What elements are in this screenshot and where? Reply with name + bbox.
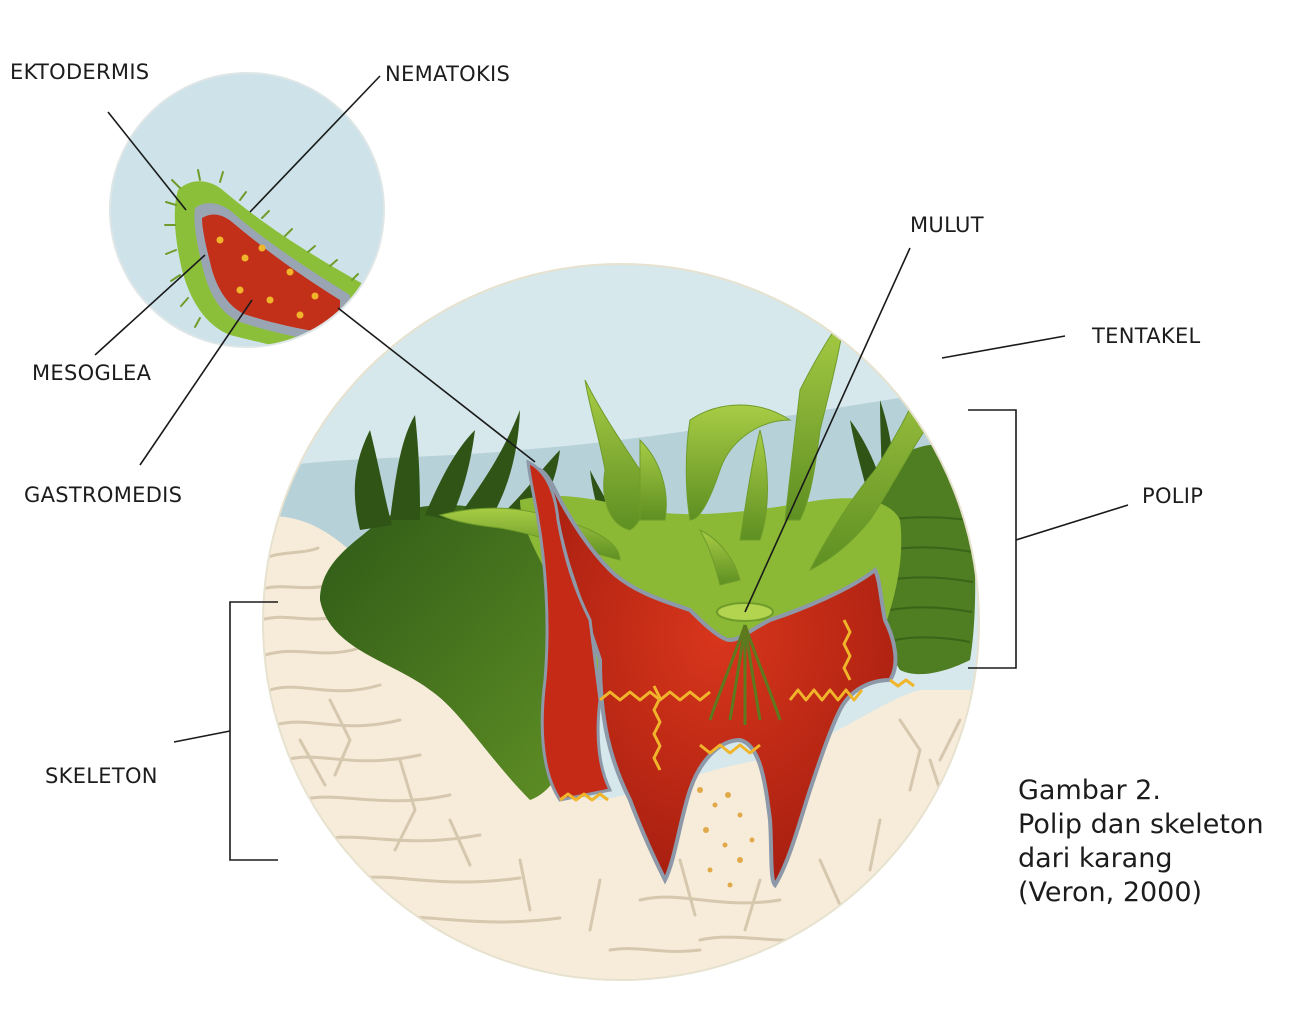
detail-gastrodermis [202,214,340,335]
polyp-body-left [320,505,580,800]
leader-nematokis [249,75,381,213]
leader-mesoglea [94,254,206,356]
detail-cilia [164,169,359,328]
figure-caption: Gambar 2. Polip dan skeleton dari karang… [1018,774,1264,910]
leader-tentakel [941,335,1066,359]
leader-gastromedis [139,299,253,466]
leader-mulut [744,247,911,613]
leader-polip [1015,504,1129,541]
label-mulut: MULUT [910,213,984,237]
leader-lines [94,75,1129,861]
label-tentakel: TENTAKEL [1092,324,1201,348]
bracket-polip [968,409,1017,669]
caption-line-4: (Veron, 2000) [1018,877,1203,908]
caption-line-1: Gambar 2. [1018,775,1161,806]
label-polip: POLIP [1142,484,1204,508]
gastrodermis-section [535,466,898,889]
skeleton-base [263,516,979,980]
skeleton-speckles [697,787,755,888]
main-circle-outline [262,263,980,981]
mesoglea-lines [559,619,915,802]
detail-nematocyst-dots [216,236,319,319]
leader-skeleton [173,730,231,743]
polyp-body-right [876,443,976,675]
caption-line-3: dari karang [1018,843,1173,874]
label-gastromedis: GASTROMEDIS [24,483,183,507]
leader-ektodermis [107,111,187,211]
label-mesoglea: MESOGLEA [32,361,152,385]
label-skeleton: SKELETON [45,764,158,788]
tentacle-detail-illustration [110,73,384,347]
leader-detail-link [337,307,536,463]
pharynx [708,624,782,725]
caption-line-2: Polip dan skeleton [1018,809,1264,840]
label-ektodermis: EKTODERMIS [10,60,150,84]
label-nematokis: NEMATOKIS [385,62,511,86]
detail-circle-outline [109,72,385,348]
main-polyp-illustration [263,264,979,980]
